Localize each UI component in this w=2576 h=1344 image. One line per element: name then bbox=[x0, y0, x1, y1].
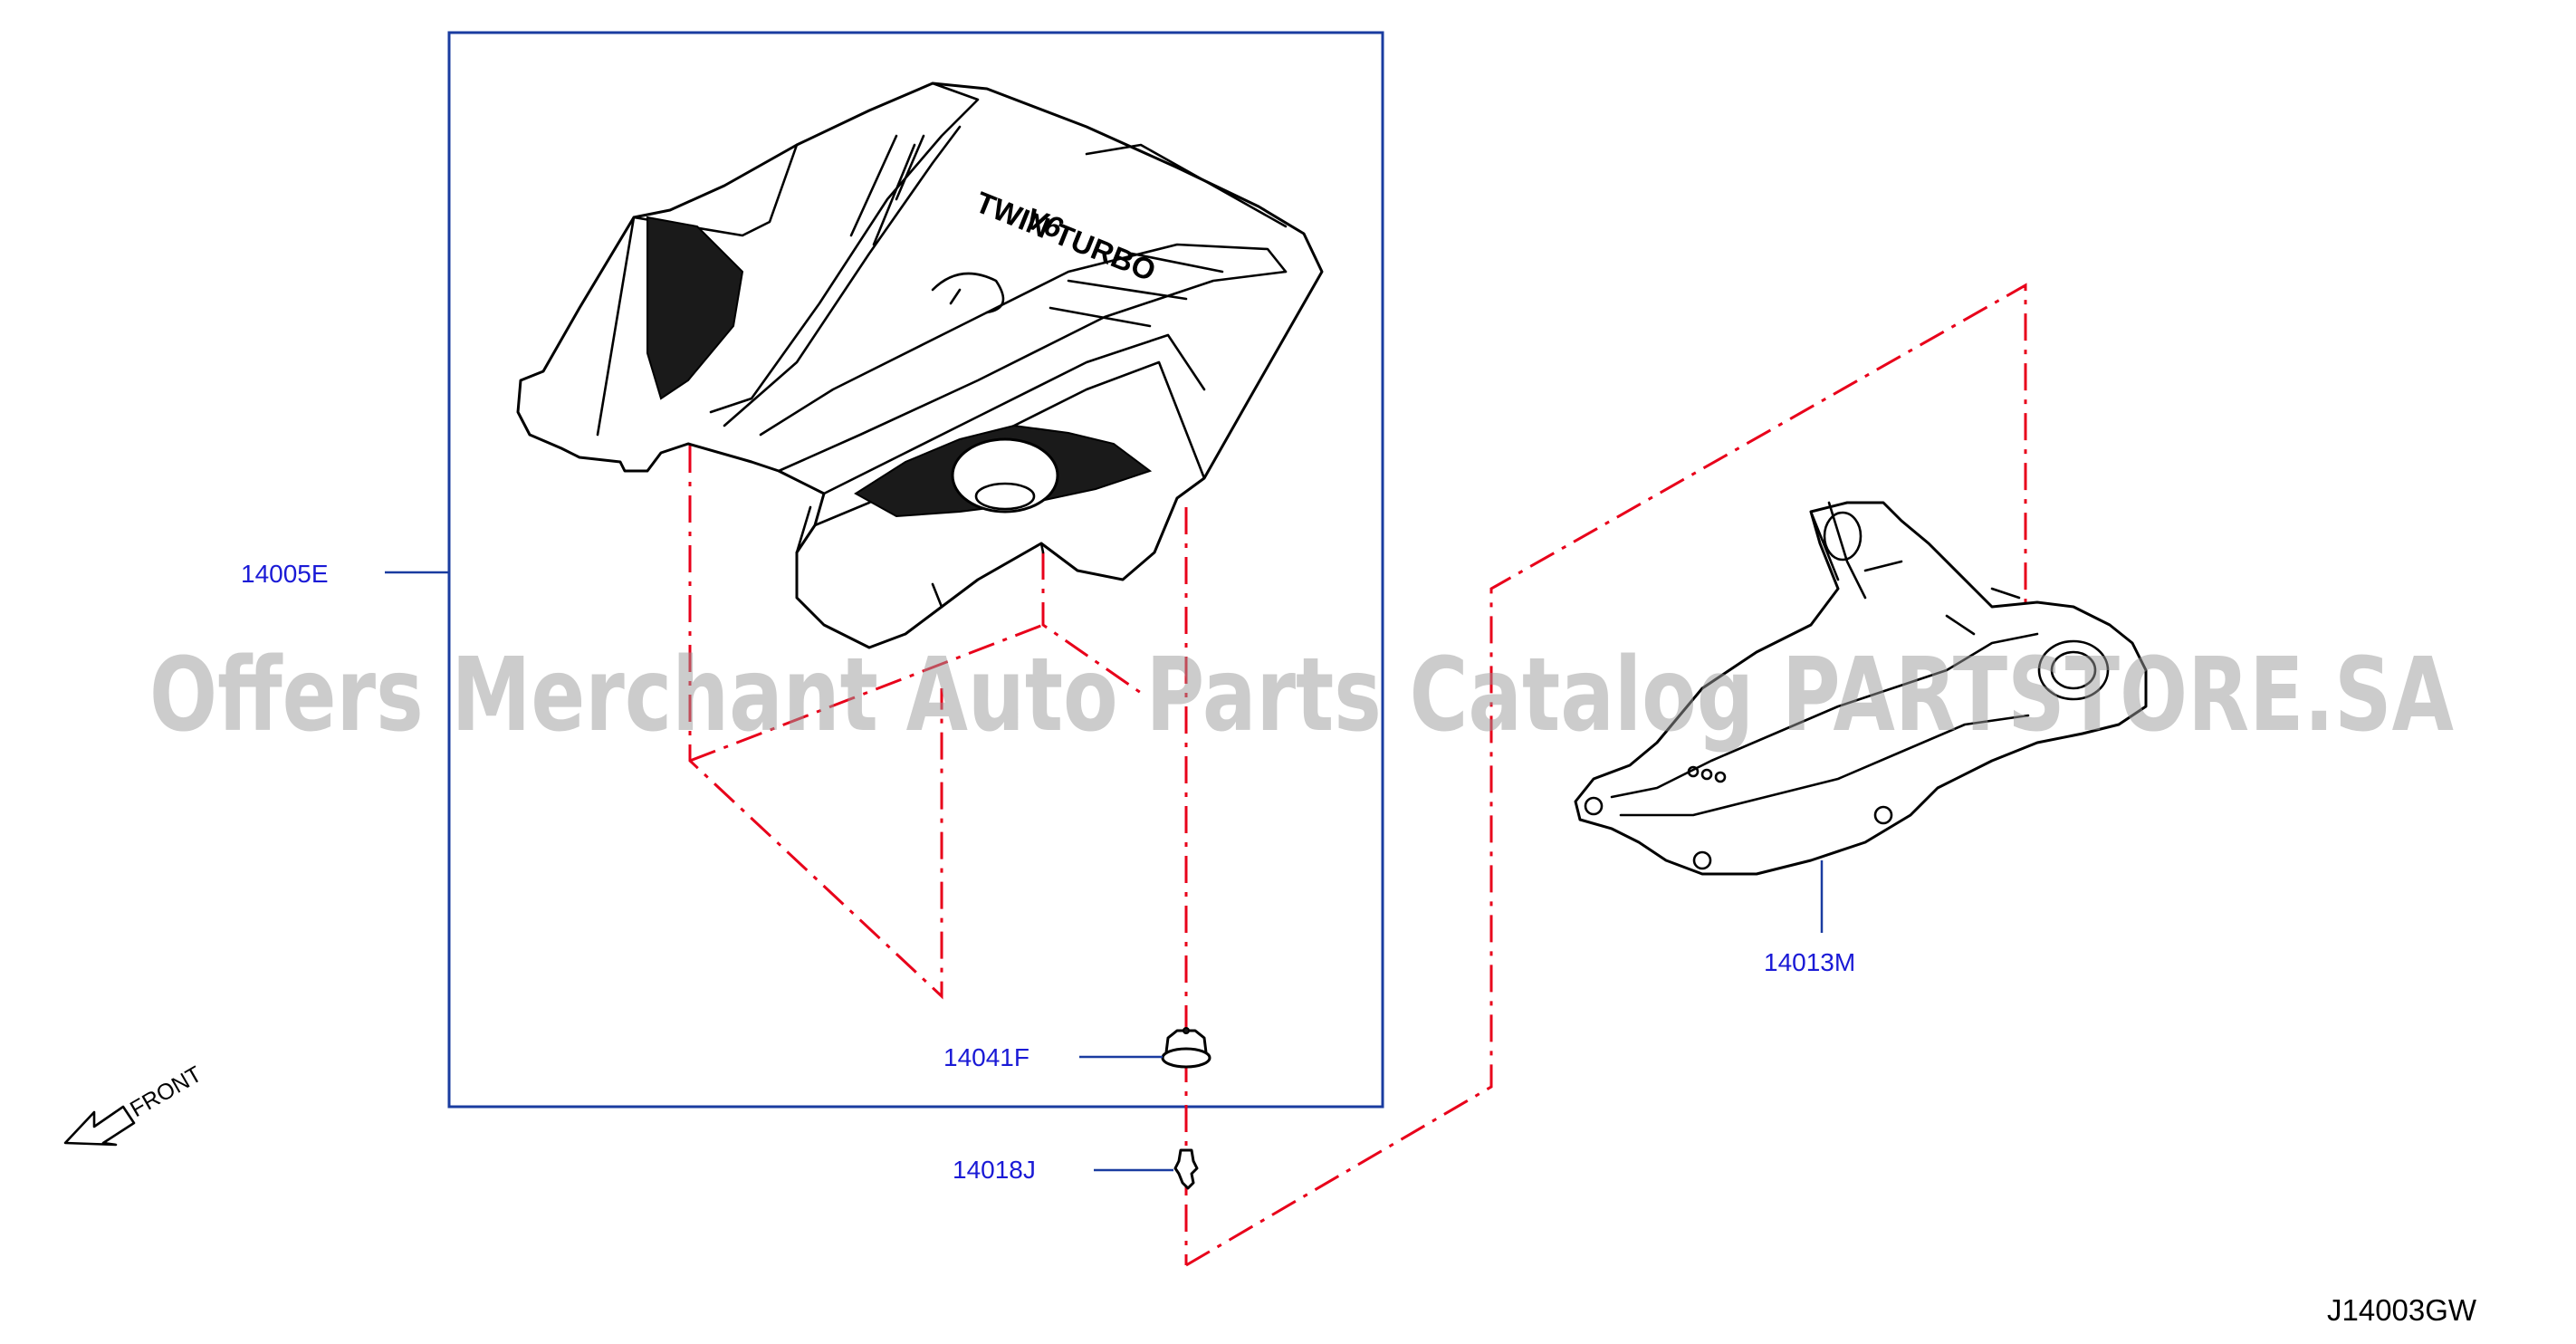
leader-lines bbox=[385, 571, 1824, 1172]
label-14018J[interactable]: 14018J bbox=[953, 1156, 1036, 1184]
intake-manifold-cover[interactable] bbox=[1574, 501, 2148, 876]
clip[interactable] bbox=[1173, 1148, 1199, 1190]
label-14041F[interactable]: 14041F bbox=[943, 1043, 1029, 1071]
reference-code: J14003GW bbox=[2327, 1293, 2477, 1327]
front-indicator: FRONT bbox=[63, 1061, 206, 1147]
front-arrow-icon bbox=[63, 1105, 136, 1147]
engine-cover[interactable]: V6 TWIN TURBO bbox=[516, 82, 1324, 649]
kit-frame bbox=[447, 31, 1384, 1109]
label-14013M[interactable]: 14013M bbox=[1764, 948, 1855, 976]
phantom-lines bbox=[688, 283, 2027, 1267]
front-label: FRONT bbox=[126, 1061, 206, 1122]
grommet[interactable] bbox=[1161, 1027, 1211, 1069]
watermark: Offers Merchant Auto Parts Catalog PARTS… bbox=[149, 637, 2454, 754]
label-14005E[interactable]: 14005E bbox=[241, 560, 329, 588]
